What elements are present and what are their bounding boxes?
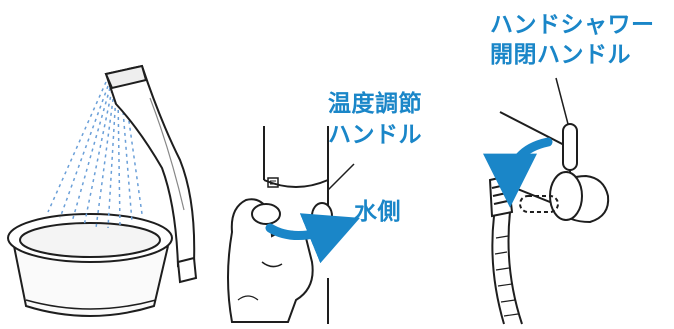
basin-illustration [7, 213, 173, 317]
label-handshower-valve-line2: 開閉ハンドル [490, 42, 631, 68]
label-handshower-valve-line1: ハンドシャワー [490, 12, 655, 38]
hand-shower-illustration [104, 64, 198, 284]
leader-line-temperature [327, 163, 355, 191]
label-temperature-handle-line2: ハンドル [328, 122, 422, 148]
water-spray-illustration [47, 81, 143, 229]
leader-line-handshower [555, 77, 569, 125]
rotation-arrow-water-side [265, 213, 360, 264]
label-temperature-handle-line1: 温度調節 [328, 91, 422, 117]
rotation-arrow-handshower [483, 137, 553, 208]
mixer-valve-illustration [488, 111, 610, 224]
label-water-side: 水側 [354, 199, 401, 225]
shower-hose-illustration [491, 211, 523, 325]
temperature-handle-illustration [263, 126, 329, 324]
hand-illustration [227, 198, 333, 323]
